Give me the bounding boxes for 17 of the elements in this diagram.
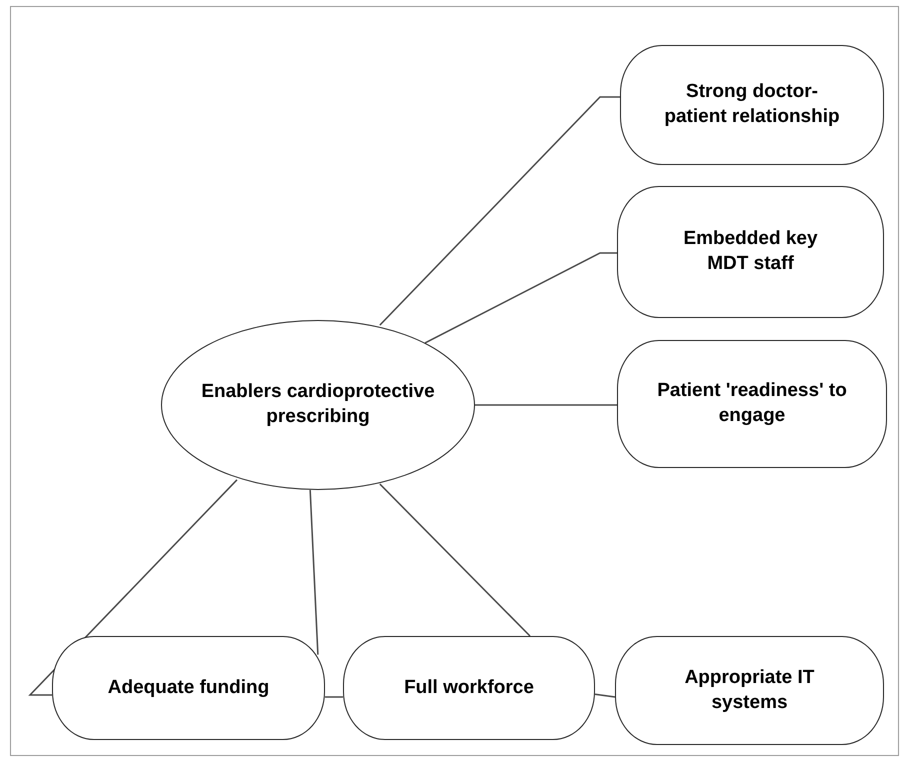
node-label: Full workforce [404, 676, 534, 700]
enabler-box [620, 45, 884, 165]
connector-line [325, 696, 343, 698]
enabler-box [617, 340, 887, 468]
connector-line [309, 490, 319, 655]
enabler-box [617, 186, 884, 318]
connector-line [424, 252, 617, 344]
connector-line [379, 96, 620, 326]
connector-line [475, 404, 617, 406]
node-label: Embedded key MDT staff [682, 227, 819, 276]
node-label: Strong doctor-patient relationship [663, 80, 841, 129]
node-label: Patient 'readiness' to engage [657, 379, 847, 428]
node-label: Enablers cardioprotective prescribing [200, 380, 436, 429]
connector-line [379, 484, 531, 637]
node-label: Adequate funding [108, 676, 270, 700]
connector-line [594, 694, 616, 698]
node-label: Appropriate IT systems [684, 666, 816, 714]
